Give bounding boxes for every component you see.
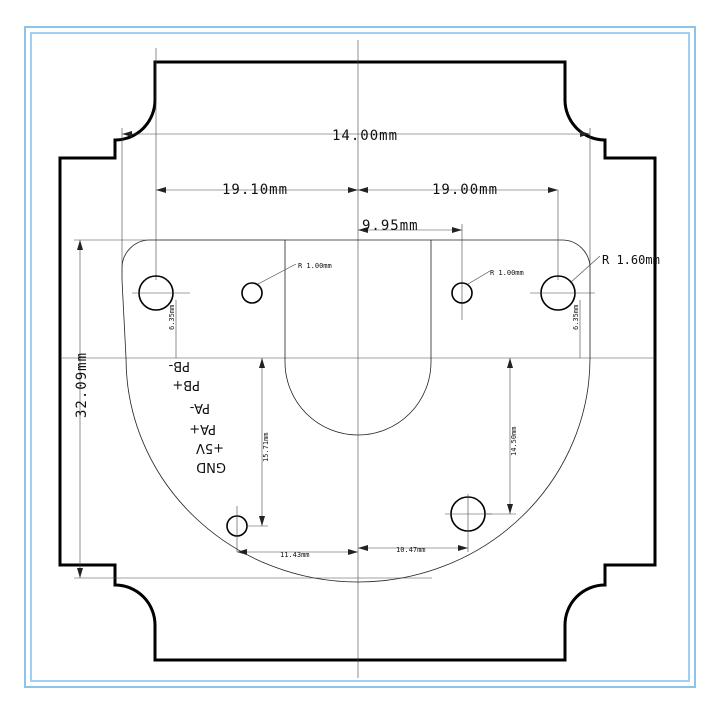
arrow-head [156,187,166,193]
radius-leader-left [257,263,297,285]
plate-outline [121,239,591,583]
arrow-head [358,545,368,551]
radius-leader-right [467,270,491,285]
radius-leader-large [569,255,601,284]
dim-bottom-right-label: 10.47mm [396,546,426,554]
arrow-head [548,187,558,193]
dim-right-offset-label: 19.00mm [432,182,498,198]
dim-height-label: 32.09mm [74,352,90,418]
small-hole-right [451,282,473,304]
arrow-head [580,131,590,137]
arrow-head [458,545,468,551]
arrow-head [507,504,513,514]
small-hole-left [241,282,263,304]
pin-label-pa-minus: PA- [189,400,210,415]
dim-width-label: 14.00mm [332,128,398,144]
radius-small-right-label: R 1.00mm [490,269,524,277]
pin-label-pa-plus: PA+ [189,421,216,436]
arrow-head [358,227,368,233]
dim-vertical-left-label: 15.71mm [262,432,270,462]
arrow-head [259,358,265,368]
arrow-head [452,227,462,233]
dim-bottom-left-label: 11.43mm [280,551,310,559]
arrow-head [122,131,132,137]
drawing-frame-inner [30,32,690,682]
drawing-frame-outer [24,26,696,688]
arrow-head [358,187,368,193]
dim-hole-left-label: 6.35mm [168,305,176,330]
pin-label-5v: +5V [196,440,224,455]
dim-left-offset-label: 19.10mm [222,182,288,198]
arrow-head [259,516,265,526]
arrow-head [237,549,247,555]
board-outline [58,60,657,662]
radius-small-left-label: R 1.00mm [298,262,332,270]
arrow-head [348,187,358,193]
arrow-head [77,240,83,250]
dim-vertical-right-label: 14.50mm [510,426,518,456]
arrow-head [507,358,513,368]
dim-center-offset-label: 9.95mm [362,218,419,234]
pin-label-gnd: GND [196,459,226,474]
radius-large-label: R 1.60mm [602,253,660,267]
center-cutout [284,240,432,436]
arrow-head [348,549,358,555]
pin-label-pb-plus: PB+ [172,377,200,392]
pin-label-pb-minus: PB- [168,358,190,373]
arrow-head [77,568,83,578]
dim-hole-right-label: 6.35mm [572,305,580,330]
